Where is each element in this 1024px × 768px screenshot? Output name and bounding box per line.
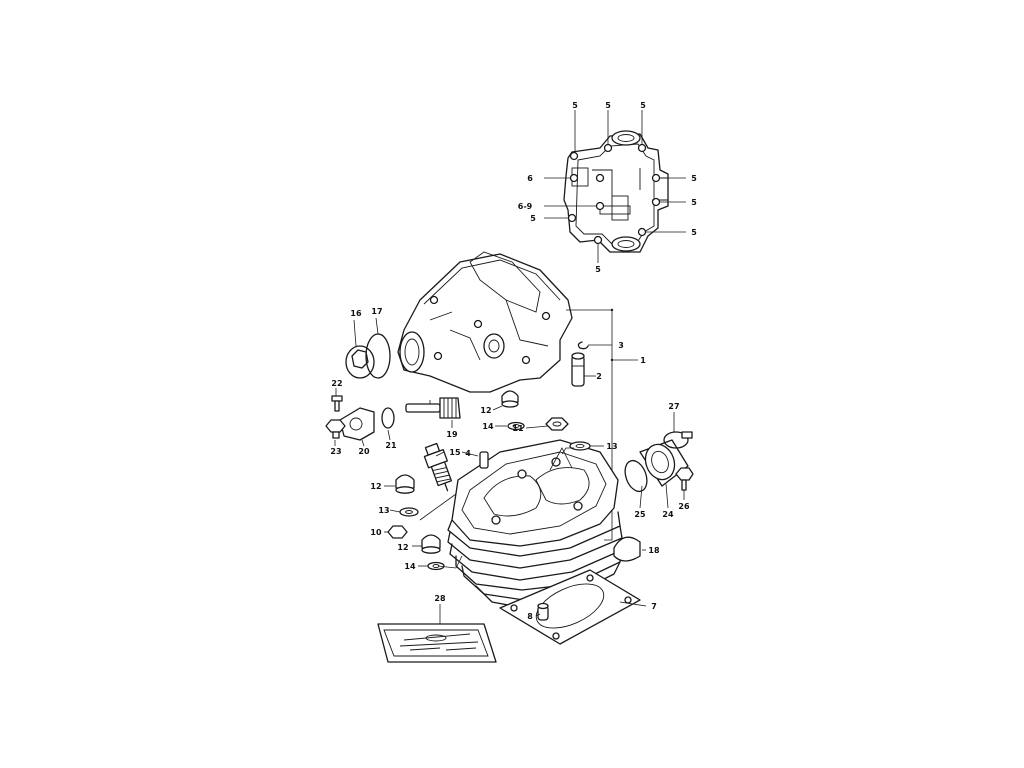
callout-18: 18 [648, 546, 660, 555]
callout-22: 22 [331, 379, 342, 388]
callout-3: 3 [618, 341, 624, 350]
bolt-23 [325, 419, 346, 439]
callout-7: 7 [651, 602, 657, 611]
callout-19: 19 [446, 430, 458, 439]
callout-26: 26 [678, 502, 690, 511]
callout-27: 27 [668, 402, 679, 411]
callout-1: 1 [640, 356, 646, 365]
callout-5: 5 [691, 198, 697, 207]
dowel-pin [537, 602, 549, 621]
valve-guide [571, 352, 585, 387]
nut-10 [387, 525, 408, 539]
intake-clamp [663, 431, 693, 449]
cap-nut-12-lower [421, 534, 441, 554]
callout-8: 8 [527, 612, 533, 621]
callout-17: 17 [371, 307, 382, 316]
callout-labels: 5 5 5 6 6-9 5 5 5 5 5 1 2 3 4 7 8 10 11 … [330, 101, 697, 621]
callout-13: 13 [378, 506, 389, 515]
washer-13-right [569, 441, 591, 451]
callout-5: 5 [691, 228, 697, 237]
callout-24: 24 [662, 510, 674, 519]
callout-5: 5 [640, 101, 646, 110]
head-cover-underside [563, 130, 669, 253]
callout-13: 13 [606, 442, 617, 451]
callout-14: 14 [404, 562, 416, 571]
callout-5: 5 [595, 265, 601, 274]
callout-6: 6 [527, 174, 533, 183]
callout-12: 12 [370, 482, 381, 491]
callout-12: 12 [397, 543, 408, 552]
valve-guide-clip [577, 341, 589, 350]
callout-11: 11 [512, 424, 524, 433]
callout-10: 10 [370, 528, 382, 537]
callout-2: 2 [596, 372, 602, 381]
callout-20: 20 [358, 447, 370, 456]
plug-cap [613, 536, 641, 562]
callout-23: 23 [330, 447, 341, 456]
gasket-set [377, 623, 497, 663]
intake-bolt [675, 467, 694, 491]
leader-dots [610, 308, 614, 362]
callout-6-9: 6-9 [518, 202, 533, 211]
cylinder-head-cover [397, 251, 573, 393]
callout-5: 5 [572, 101, 578, 110]
washer-13-left [399, 507, 419, 517]
cap-nut-12-left [395, 474, 415, 494]
callout-5: 5 [691, 174, 697, 183]
callout-14: 14 [482, 422, 494, 431]
callout-21: 21 [385, 441, 397, 450]
cover-leader-lines [544, 110, 686, 263]
cylinder-head [447, 439, 623, 609]
tachometer-gear [405, 397, 461, 419]
cap-nut-12-upper [501, 390, 519, 408]
washer-14-upper [507, 421, 525, 431]
tappet-cap [345, 345, 375, 379]
washer-14-lower [427, 561, 445, 571]
head-gasket [499, 569, 641, 645]
nut-11 [545, 417, 569, 431]
callout-5: 5 [530, 214, 536, 223]
callout-15: 15 [449, 448, 461, 457]
callout-4: 4 [465, 449, 471, 458]
bolt-22 [331, 395, 343, 412]
oil-seal [381, 407, 395, 429]
callout-25: 25 [634, 510, 646, 519]
callout-5: 5 [605, 101, 611, 110]
tachometer-housing [339, 407, 375, 441]
callout-16: 16 [350, 309, 362, 318]
callout-12: 12 [480, 406, 491, 415]
spark-plug [423, 442, 453, 492]
leader-lines [334, 317, 685, 624]
stud-4 [479, 451, 489, 469]
callout-28: 28 [434, 594, 446, 603]
